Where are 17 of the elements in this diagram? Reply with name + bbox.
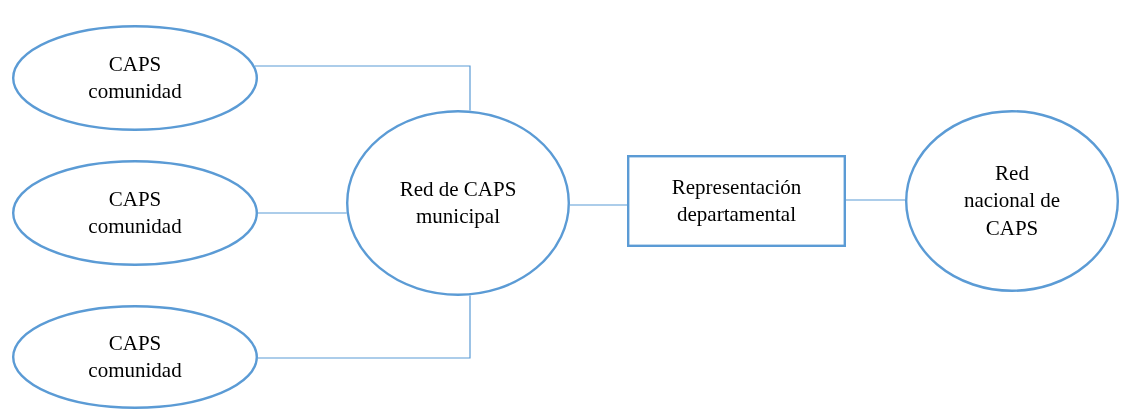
connector-line bbox=[845, 199, 906, 201]
ellipse-node bbox=[12, 305, 258, 409]
connector-line bbox=[254, 65, 471, 112]
node-label: Red de CAPS municipal bbox=[398, 175, 518, 230]
node-label: CAPS comunidad bbox=[87, 329, 183, 384]
ellipse-node bbox=[12, 160, 258, 266]
ellipse-node bbox=[12, 25, 258, 131]
node-label: CAPS comunidad bbox=[87, 185, 183, 240]
process-box bbox=[627, 155, 846, 247]
ellipse-node bbox=[905, 110, 1119, 292]
node-label: Red nacional de CAPS bbox=[962, 160, 1062, 242]
ellipse-node bbox=[346, 110, 570, 296]
node-label: CAPS comunidad bbox=[87, 50, 183, 105]
connector-line bbox=[569, 204, 628, 206]
connector-line bbox=[257, 212, 348, 214]
connector-line bbox=[257, 294, 471, 359]
node-label: Representación departamental bbox=[670, 173, 803, 228]
